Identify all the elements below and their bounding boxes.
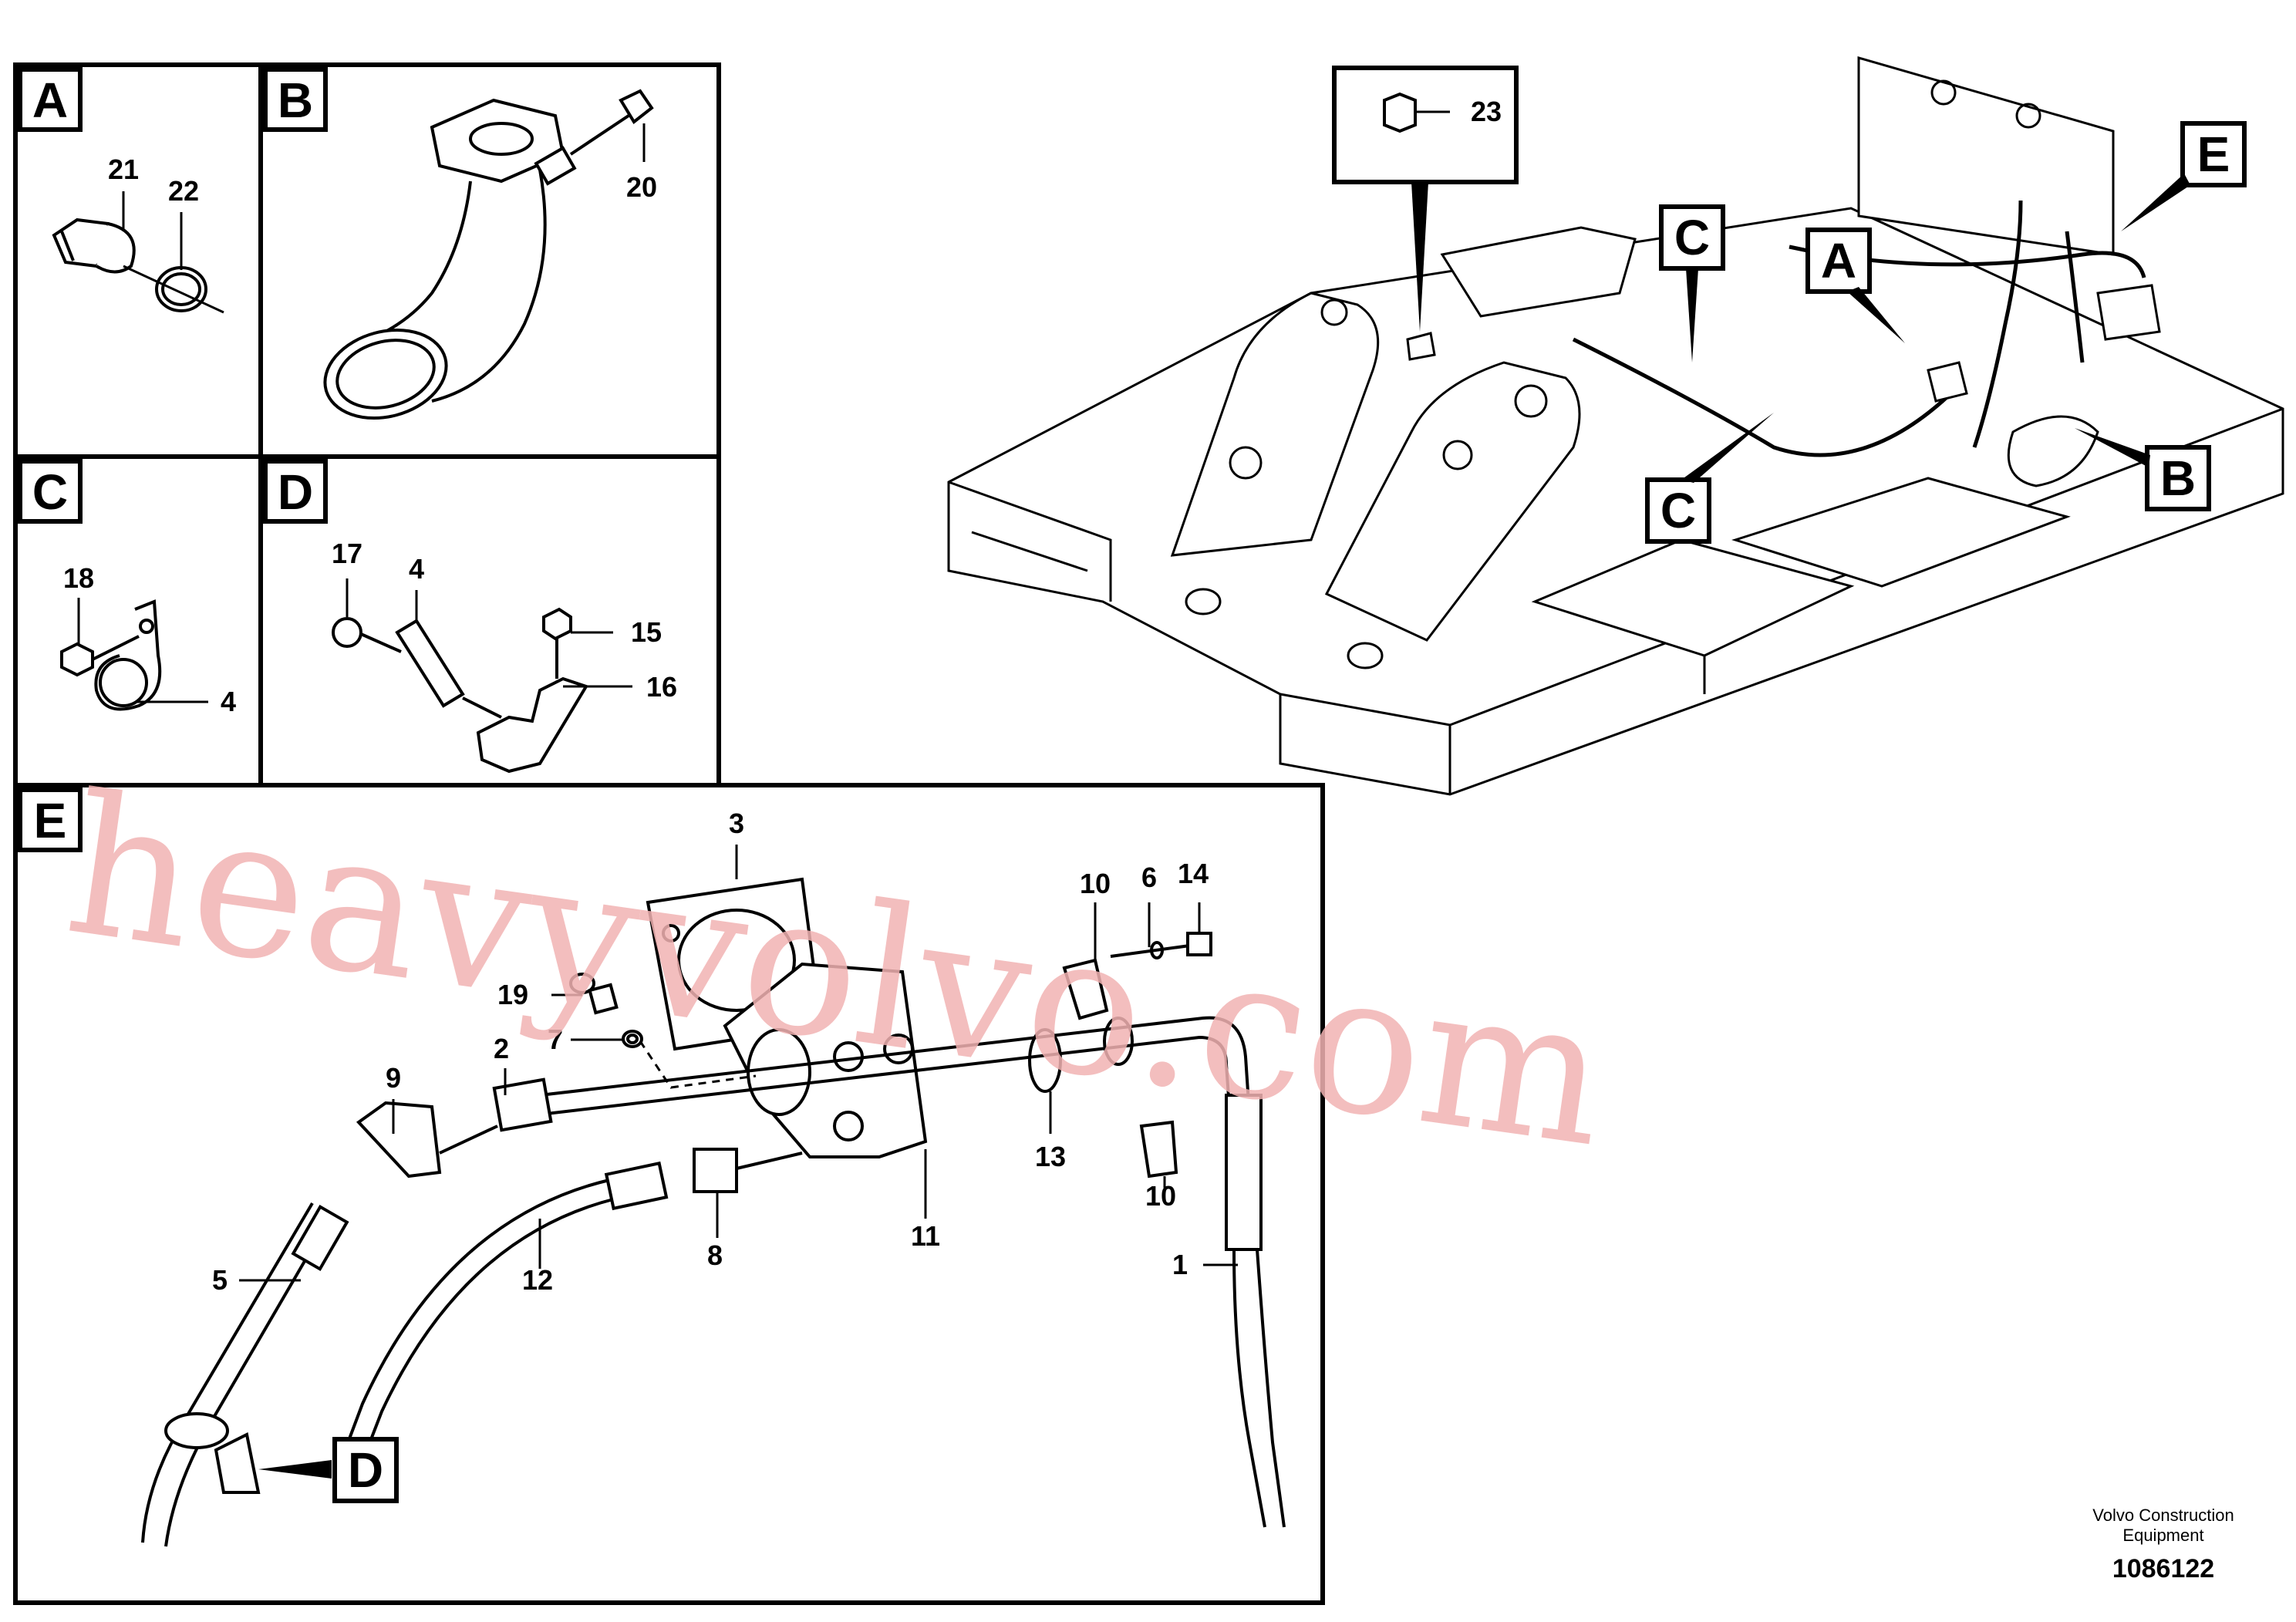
pump-overview — [2007, 415, 2099, 487]
clamp-half-upper — [1062, 958, 1109, 1020]
cap-nut — [619, 89, 654, 124]
panel-d-drawing — [332, 578, 632, 774]
callout-10-upper: 10 — [1080, 868, 1111, 899]
callout-21: 21 — [108, 153, 139, 185]
nipple-2 — [492, 1077, 553, 1132]
boom-mount-left — [1170, 292, 1380, 557]
cross-member-1 — [1531, 538, 1855, 657]
callout-23: 23 — [1471, 96, 1502, 127]
valve-block — [2096, 284, 2161, 341]
panel-a-drawing — [52, 191, 224, 314]
marker-c-lower: C — [1660, 483, 1696, 538]
callout-1: 1 — [1172, 1249, 1188, 1280]
hose-end-fitting — [1225, 1094, 1263, 1251]
panel-d-letter-box — [263, 459, 328, 524]
panel-letter-boxes: A B C D E — [18, 67, 328, 852]
callout-15: 15 — [631, 616, 662, 648]
clamp-d — [164, 1412, 229, 1449]
marker-c-upper: C — [1674, 210, 1710, 265]
top-frame — [1440, 226, 1637, 318]
drawing-number: 1086122 — [2112, 1554, 2214, 1583]
panel-e-letter: E — [34, 793, 67, 848]
panel-b-letter-box — [263, 67, 328, 132]
bracket-16 — [476, 676, 588, 774]
brand-line-2: Equipment — [2122, 1526, 2203, 1545]
hose-12-end — [604, 1161, 669, 1211]
callout-20: 20 — [626, 171, 657, 203]
callout-5: 5 — [212, 1264, 228, 1296]
boom-mount-right — [1324, 361, 1581, 642]
sub-marker-d-letter: D — [348, 1442, 383, 1498]
callout-7: 7 — [548, 1023, 563, 1055]
marker-a: A — [1821, 233, 1856, 288]
elbow-port — [534, 146, 577, 186]
callout-2: 2 — [494, 1033, 509, 1064]
panel-c-letter: C — [32, 464, 68, 520]
panel-c-drawing — [60, 598, 208, 711]
marker-e: E — [2197, 126, 2230, 182]
panel-a-letter: A — [32, 73, 68, 128]
rear-plate — [1857, 56, 2115, 256]
callout-4-d: 4 — [409, 553, 424, 585]
callout-14: 14 — [1178, 858, 1209, 889]
adapter-8 — [693, 1148, 738, 1193]
clamp-4 — [395, 619, 465, 708]
callout-3: 3 — [729, 808, 744, 839]
callout-10-lower: 10 — [1145, 1180, 1176, 1212]
callout-11: 11 — [911, 1220, 940, 1252]
callout-16: 16 — [646, 671, 677, 703]
callout-17: 17 — [332, 538, 362, 569]
callout-6: 6 — [1141, 862, 1157, 893]
bolt-15 — [542, 607, 572, 641]
panel-e-frame — [13, 783, 1325, 1605]
panel-frames — [13, 62, 1325, 1605]
elbow-fitting-9 — [356, 1101, 442, 1179]
panel-b-letter: B — [278, 73, 313, 128]
frame-outline — [947, 207, 2284, 796]
callout-12: 12 — [522, 1264, 553, 1296]
detail-box-23 — [1332, 66, 1519, 361]
panel-b-drawing — [323, 89, 654, 420]
bolt-14 — [1186, 932, 1212, 956]
washer-6 — [1150, 941, 1164, 959]
callout-4-c: 4 — [221, 686, 236, 717]
bolt-head — [60, 642, 94, 677]
hydraulic-line-upper — [1572, 337, 1961, 457]
plug-19 — [569, 973, 595, 994]
hose-5-end — [291, 1204, 349, 1272]
cross-member-2 — [1731, 477, 2071, 588]
overview-frame-drawing — [947, 56, 2284, 796]
panel-e-letter-box — [18, 787, 83, 852]
bolt-17 — [332, 617, 362, 648]
panel-c-letter-box — [18, 459, 83, 524]
sub-marker-d: D — [258, 1437, 399, 1503]
marker-b: B — [2160, 450, 2196, 506]
clamp-half-lower — [1139, 1120, 1178, 1179]
brand-line-1: Volvo Construction — [2092, 1506, 2234, 1525]
nut-23 — [1383, 92, 1417, 133]
elbow-mouth — [323, 328, 448, 420]
overview-markers: C A E C B — [1645, 121, 2247, 544]
callout-13: 13 — [1035, 1141, 1066, 1172]
callout-19: 19 — [497, 979, 528, 1010]
callout-8: 8 — [707, 1239, 723, 1271]
panel-d-letter: D — [278, 464, 313, 520]
callout-9: 9 — [386, 1062, 401, 1094]
panel-a-letter-box — [18, 67, 83, 132]
callout-22: 22 — [168, 175, 199, 207]
o-ring-13 — [1028, 1028, 1062, 1093]
panel-e-drawing — [141, 845, 1286, 1547]
callout-18: 18 — [63, 562, 94, 594]
